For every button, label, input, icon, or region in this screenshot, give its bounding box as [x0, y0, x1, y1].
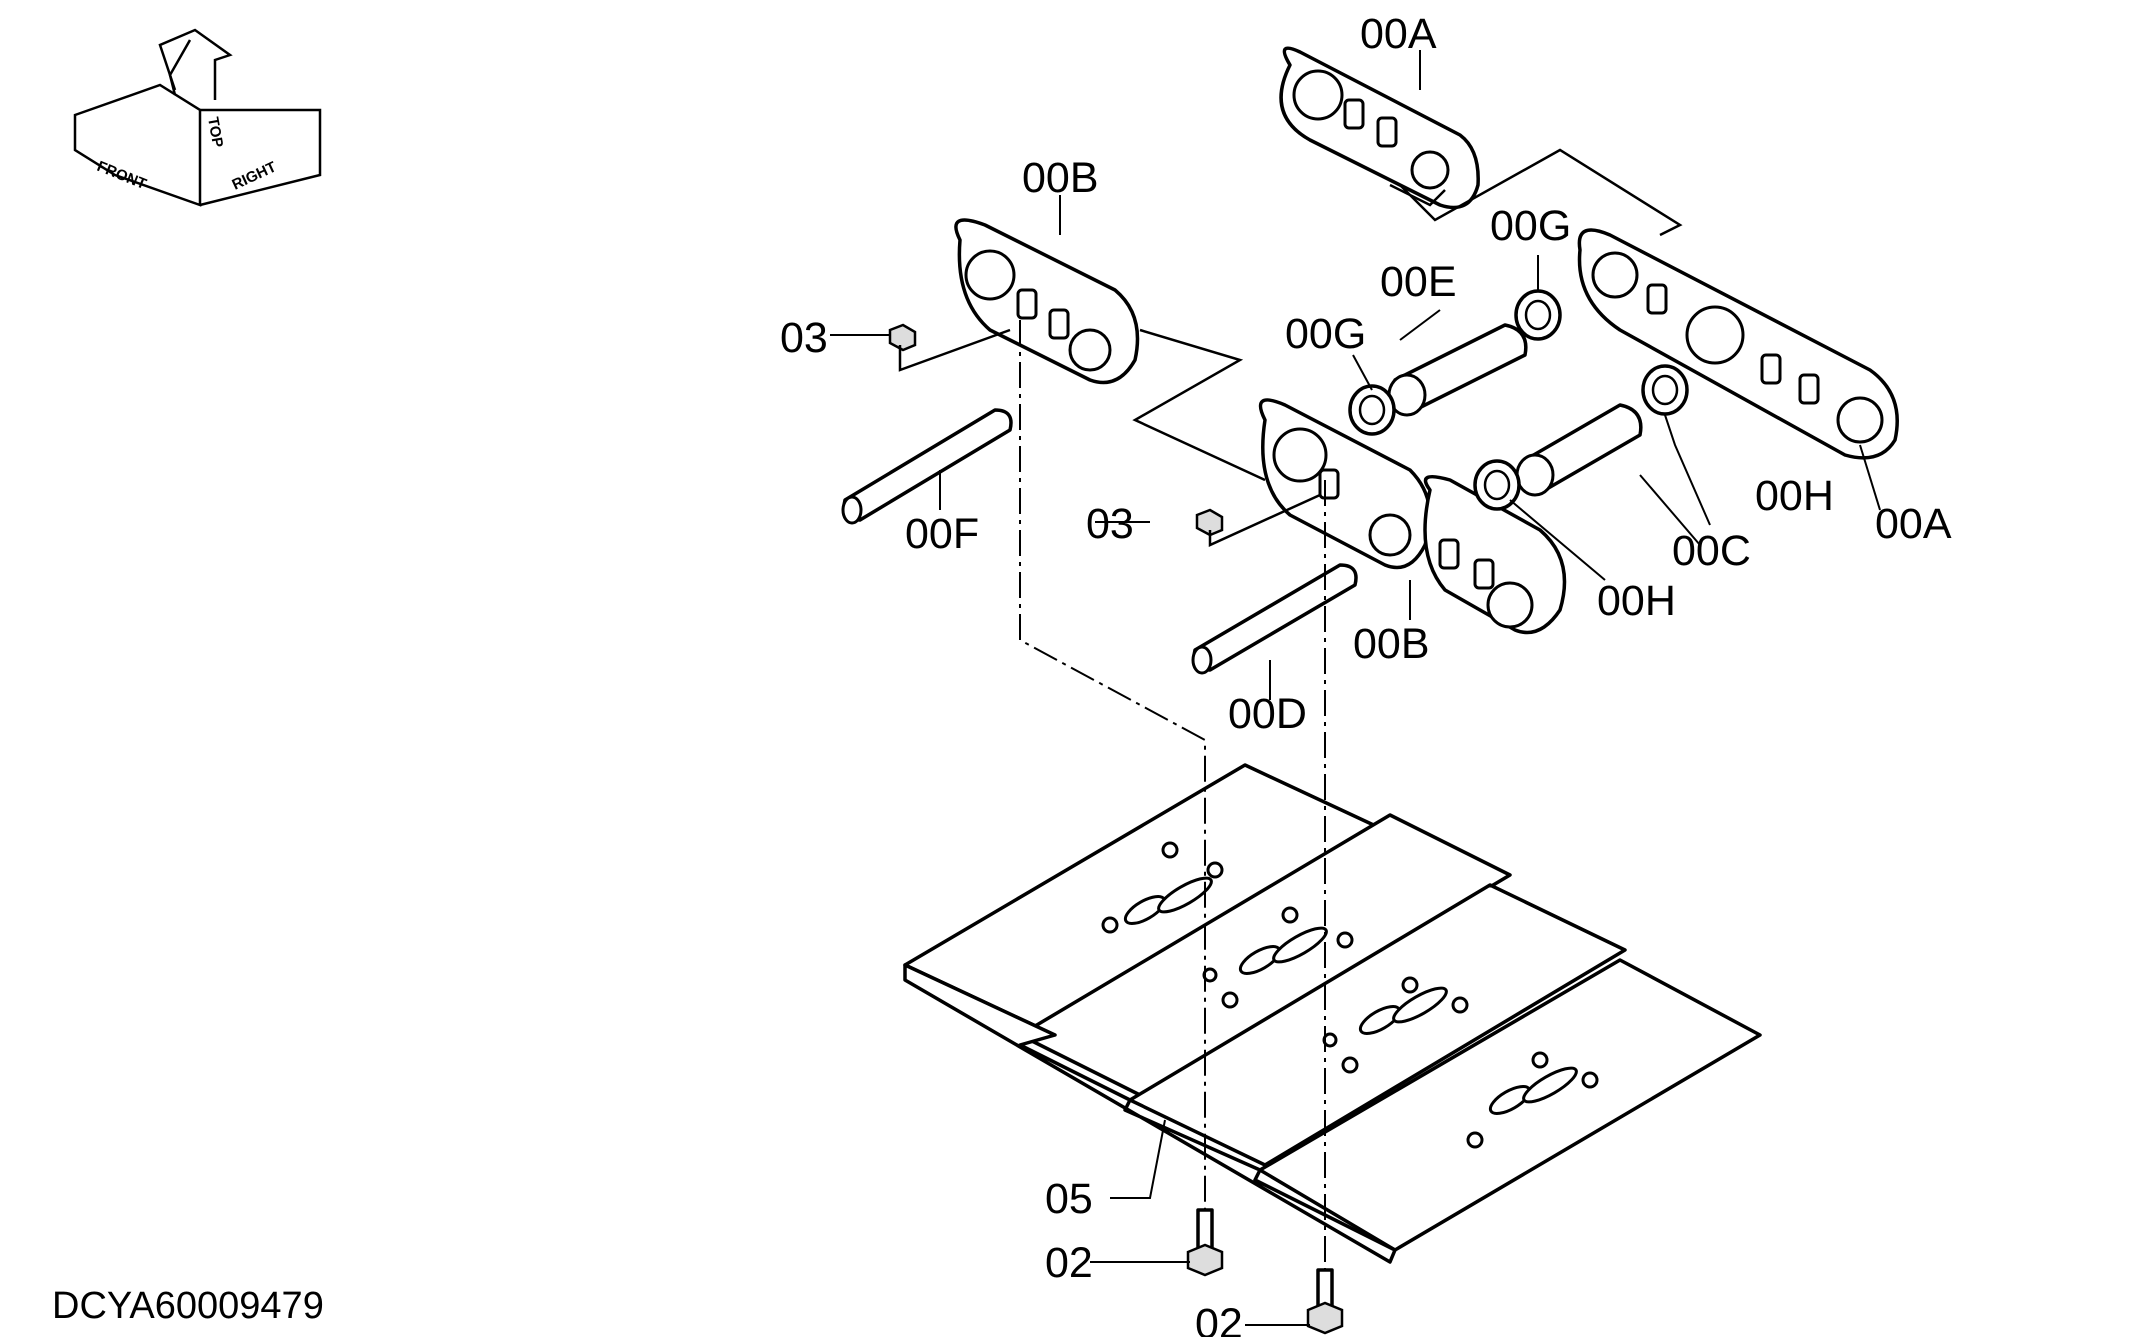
label-link-b-left: 00B: [1022, 154, 1099, 202]
nut-center: [1195, 508, 1224, 537]
track-link-upper-left: [954, 218, 1140, 385]
label-link-a-right: 00A: [1875, 500, 1952, 548]
label-bolt-left: 02: [1045, 1239, 1093, 1287]
bushing-lower: [1515, 403, 1643, 497]
label-bushing-e: 00E: [1380, 258, 1457, 306]
label-bolt-right: 02: [1195, 1300, 1243, 1337]
track-link-right: [1577, 228, 1899, 460]
track-shoe-assembly: [903, 763, 1762, 1264]
label-shoe: 05: [1045, 1175, 1093, 1223]
label-nut-left: 03: [780, 314, 828, 362]
label-pin-d: 00D: [1228, 690, 1307, 738]
track-link-top: [1279, 46, 1480, 210]
seal-ring-h-lower: [1473, 459, 1521, 511]
label-bushing-c: 00C: [1672, 527, 1751, 575]
label-seal-h-right: 00H: [1755, 472, 1834, 520]
leader-lines: [830, 50, 1881, 1326]
pin-lower: [1191, 563, 1358, 675]
bushing-upper: [1387, 323, 1528, 417]
label-pin-f: 00F: [905, 510, 979, 558]
label-seal-g-left: 00G: [1285, 310, 1366, 358]
label-nut-center: 03: [1086, 500, 1134, 548]
track-link-front: [1258, 398, 1432, 570]
seal-ring-g-left: [1348, 384, 1396, 436]
label-link-b-front: 00B: [1353, 620, 1430, 668]
orientation-top: TOP: [204, 116, 226, 149]
label-link-a-top: 00A: [1360, 10, 1437, 58]
bolt-left: [1186, 1208, 1224, 1277]
orientation-indicator: FRONT TOP RIGHT: [73, 28, 322, 207]
bolt-right: [1306, 1268, 1344, 1335]
label-seal-g-upper: 00G: [1490, 202, 1571, 250]
seal-ring-g-upper: [1514, 289, 1562, 341]
orientation-front: FRONT: [95, 158, 149, 193]
pin-upper: [841, 408, 1013, 525]
drawing-code: DCYA60009479: [52, 1285, 324, 1327]
nut-left: [888, 323, 917, 352]
label-seal-h-lower: 00H: [1597, 577, 1676, 625]
track-link-middle: [1423, 474, 1567, 635]
seal-ring-h-right: [1641, 364, 1689, 416]
assembly-lines: [898, 148, 1683, 1270]
